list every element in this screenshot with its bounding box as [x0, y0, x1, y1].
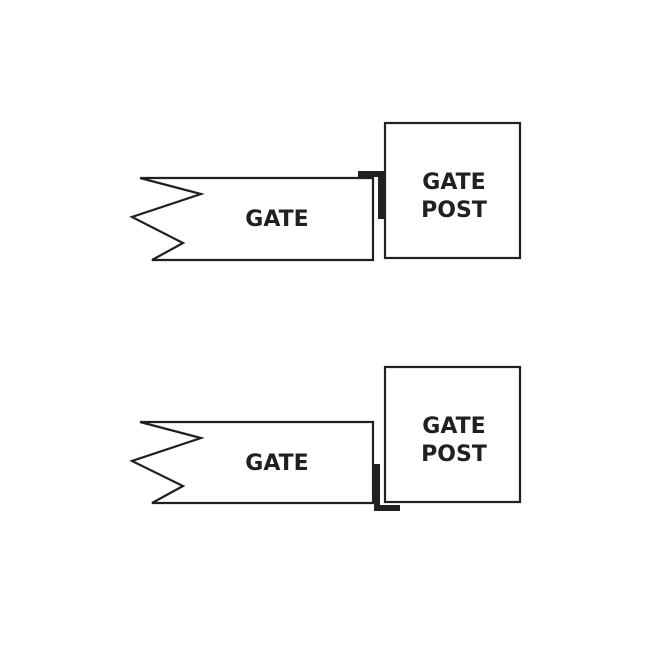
- gate-post-label-line1: GATE: [422, 170, 485, 195]
- diagram-top: GATE GATE POST: [129, 121, 522, 262]
- gate-post-box: [383, 121, 522, 260]
- gate-post-label-line1: GATE: [422, 414, 485, 439]
- gate-post-label-line2: POST: [421, 198, 487, 223]
- gate-shape: [129, 176, 375, 262]
- gate-shape: [129, 420, 375, 505]
- hinge-bracket-top: [358, 171, 384, 219]
- hinge-bracket-bottom: [374, 464, 400, 511]
- gate-label: GATE: [245, 451, 308, 476]
- gate-post-label-line2: POST: [421, 442, 487, 467]
- diagram-bottom: GATE GATE POST: [129, 365, 522, 511]
- gate-post-box: [383, 365, 522, 504]
- gate-label: GATE: [245, 207, 308, 232]
